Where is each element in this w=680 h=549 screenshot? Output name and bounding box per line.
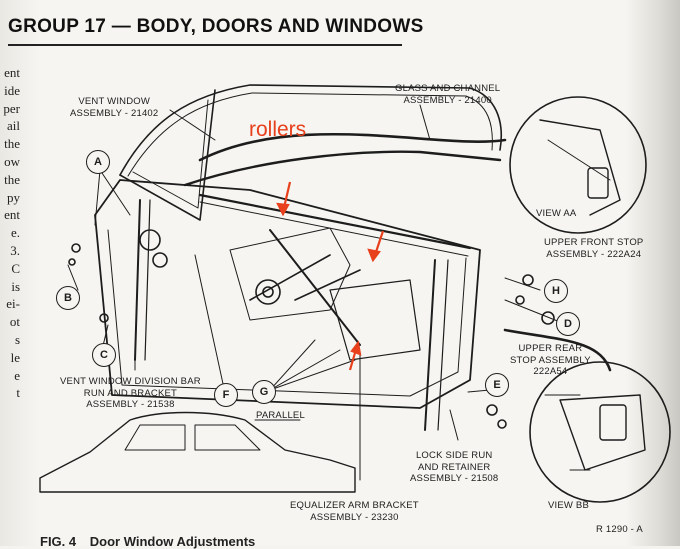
figure-caption: FIG. 4 Door Window Adjustments [40,534,265,549]
figure-number: FIG. 4 [40,534,77,549]
margin-text-line: the [4,136,20,152]
label-view-aa: VIEW AA [536,208,577,219]
margin-text-line: C [11,260,20,276]
label-vent-division-bar: VENT WINDOW DIVISION BAR RUN AND BRACKET… [60,376,201,410]
margin-text-line: s [14,331,20,347]
callout-f: F [214,383,238,407]
rollers-annotation: rollers [249,118,307,141]
margin-text-line: le [10,349,20,365]
vent-window-frame [119,89,216,221]
label-glass-channel-assembly: GLASS AND CHANNEL ASSEMBLY - 21400 [395,83,501,106]
page-header: GROUP 17 — BODY, DOORS AND WINDOWS [8,14,423,42]
callout-g: G [252,380,276,404]
car-silhouette [39,411,356,493]
margin-text-line: ail [7,118,20,134]
label-ref-number: R 1290 - A [596,524,643,535]
header-rule [8,44,402,46]
margin-text-line: ent [4,207,20,223]
label-view-bb: VIEW BB [548,500,589,511]
callout-h: H [544,279,568,303]
margin-text-line: is [11,278,20,294]
margin-text-line: per [3,100,20,116]
label-vent-window-assembly: VENT WINDOW ASSEMBLY - 21402 [70,96,159,119]
label-lock-side-run: LOCK SIDE RUN AND RETAINER ASSEMBLY - 21… [410,450,499,484]
door-panel-outline [94,179,481,409]
margin-text-line: ent [4,65,20,80]
margin-text-line: 3. [10,242,20,258]
figure-title: Door Window Adjustments [89,534,256,549]
window-glass-outline [119,84,502,176]
label-equalizer-arm-bracket: EQUALIZER ARM BRACKET ASSEMBLY - 23230 [290,500,419,523]
callout-b: B [56,286,80,310]
margin-text-line: t [16,385,20,401]
callout-a: A [86,150,110,174]
margin-text-line: ide [4,82,20,98]
margin-text-line: e. [10,225,20,241]
margin-text-line: ow [4,153,20,169]
page-title: GROUP 17 — BODY, DOORS AND WINDOWS [8,16,424,37]
label-upper-front-stop: UPPER FRONT STOP ASSEMBLY - 222A24 [544,237,644,260]
label-parallel: PARALLEL [256,410,305,421]
callout-e: E [485,373,509,397]
margin-text-line: the [4,171,20,187]
callout-d: D [556,312,580,336]
callout-c: C [92,343,116,367]
margin-text-line: e [14,367,20,383]
margin-text-line: ei- [6,296,20,312]
label-upper-rear-stop: UPPER REAR STOP ASSEMBLY 222A54 [510,343,591,377]
margin-text-line: py [7,189,20,205]
margin-text-line: ot [9,314,20,330]
